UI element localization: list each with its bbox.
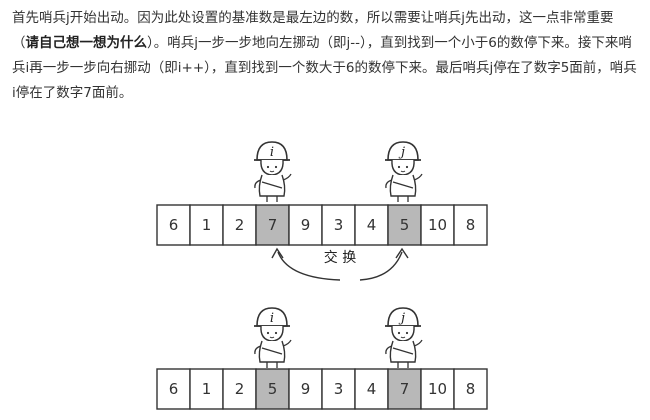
swap-arrow: 交 换 [271, 247, 409, 281]
top-array-cell-value: 7 [268, 216, 278, 234]
bottom-array-cell-value: 3 [334, 380, 344, 398]
bottom-array-cell: 5 [255, 368, 290, 410]
top-array-cell-value: 6 [169, 216, 179, 234]
top-array-cell: 6 [156, 204, 191, 246]
paragraph-text-2: ）。哨兵j一步一步地向左挪动（即j--），直到找到一个小于6的数停下来。接下来哨… [12, 35, 637, 101]
top-array-cell-value: 1 [202, 216, 212, 234]
top-array-cell-box [222, 204, 257, 246]
top-array-cell-value: 4 [367, 216, 377, 234]
bottom-array-cell: 1 [189, 368, 224, 410]
top-array-cell: 10 [420, 204, 455, 246]
sentinel-j-top: j [384, 141, 423, 203]
top-array-cell-value: 2 [235, 216, 245, 234]
bottom-array-cell-value: 5 [268, 380, 278, 398]
sentinel-i-bottom: i [253, 307, 292, 369]
top-array-cell-value: 8 [466, 216, 476, 234]
sentinel-i-top: i [253, 141, 292, 203]
top-array: 6 1 2 7 9 3 4 5 10 8 [156, 204, 488, 246]
paragraph-bold-question: 请自己想一想为什么 [25, 35, 148, 51]
bottom-array-cell: 3 [321, 368, 356, 410]
bottom-array-cell-value: 6 [169, 380, 179, 398]
bottom-array-cell: 8 [453, 368, 488, 410]
top-array-cell-value: 3 [334, 216, 344, 234]
top-array-cell: 5 [387, 204, 422, 246]
top-array-cell: 9 [288, 204, 323, 246]
bottom-array-cell-box [189, 368, 224, 410]
top-array-cell: 3 [321, 204, 356, 246]
bottom-array-cell-value: 2 [235, 380, 245, 398]
top-array-cell: 2 [222, 204, 257, 246]
bottom-array-cell-value: 10 [428, 380, 447, 398]
top-array-cell-box [354, 204, 389, 246]
top-array-cell-value: 5 [400, 216, 410, 234]
explanation-paragraph: 首先哨兵j开始出动。因为此处设置的基准数是最左边的数，所以需要让哨兵j先出动，这… [12, 6, 640, 106]
top-array-cell-box [420, 204, 455, 246]
bottom-array-cell: 4 [354, 368, 389, 410]
sentinel-j-label: j [398, 311, 405, 326]
top-array-cell-box [321, 204, 356, 246]
bottom-array-cell: 2 [222, 368, 257, 410]
top-array-cell-box [288, 204, 323, 246]
sentinel-i-label: i [270, 145, 274, 160]
bottom-array-cell-box [354, 368, 389, 410]
sentinel-j-bottom: j [384, 307, 423, 369]
bottom-array-cell-value: 8 [466, 380, 476, 398]
swap-label: 交 换 [324, 249, 356, 266]
top-array-cell: 1 [189, 204, 224, 246]
top-array-cell-value: 10 [428, 216, 447, 234]
bottom-array-cell-value: 1 [202, 380, 212, 398]
top-array-cell: 4 [354, 204, 389, 246]
top-array-cell: 8 [453, 204, 488, 246]
top-sentinels: i j [253, 141, 423, 203]
bottom-array-cell: 9 [288, 368, 323, 410]
bottom-array: 6 1 2 5 9 3 4 7 10 8 [156, 368, 488, 410]
bottom-array-cell-value: 7 [400, 380, 410, 398]
bottom-array-cell-value: 4 [367, 380, 377, 398]
bottom-array-cell-box [222, 368, 257, 410]
bottom-array-cell: 10 [420, 368, 455, 410]
bottom-sentinels: i j [253, 307, 423, 369]
top-array-cell-box [387, 204, 422, 246]
paragraph-text-1: 首先哨兵j开始出动。因为此处设置的基准数是最左边的数，所以需要让哨兵j先出动，这… [12, 10, 614, 51]
bottom-array-cell-box [156, 368, 191, 410]
bottom-array-cell: 6 [156, 368, 191, 410]
sentinel-j-label: j [398, 145, 405, 160]
top-array-cell-box [255, 204, 290, 246]
bottom-array-cell-box [453, 368, 488, 410]
bottom-array-cell-box [321, 368, 356, 410]
top-array-cell-value: 9 [301, 216, 311, 234]
bottom-array-cell-value: 9 [301, 380, 311, 398]
top-array-cell: 7 [255, 204, 290, 246]
bottom-array-cell: 7 [387, 368, 422, 410]
sentinel-i-label: i [270, 311, 274, 326]
top-array-cell-box [189, 204, 224, 246]
top-array-cell-box [453, 204, 488, 246]
